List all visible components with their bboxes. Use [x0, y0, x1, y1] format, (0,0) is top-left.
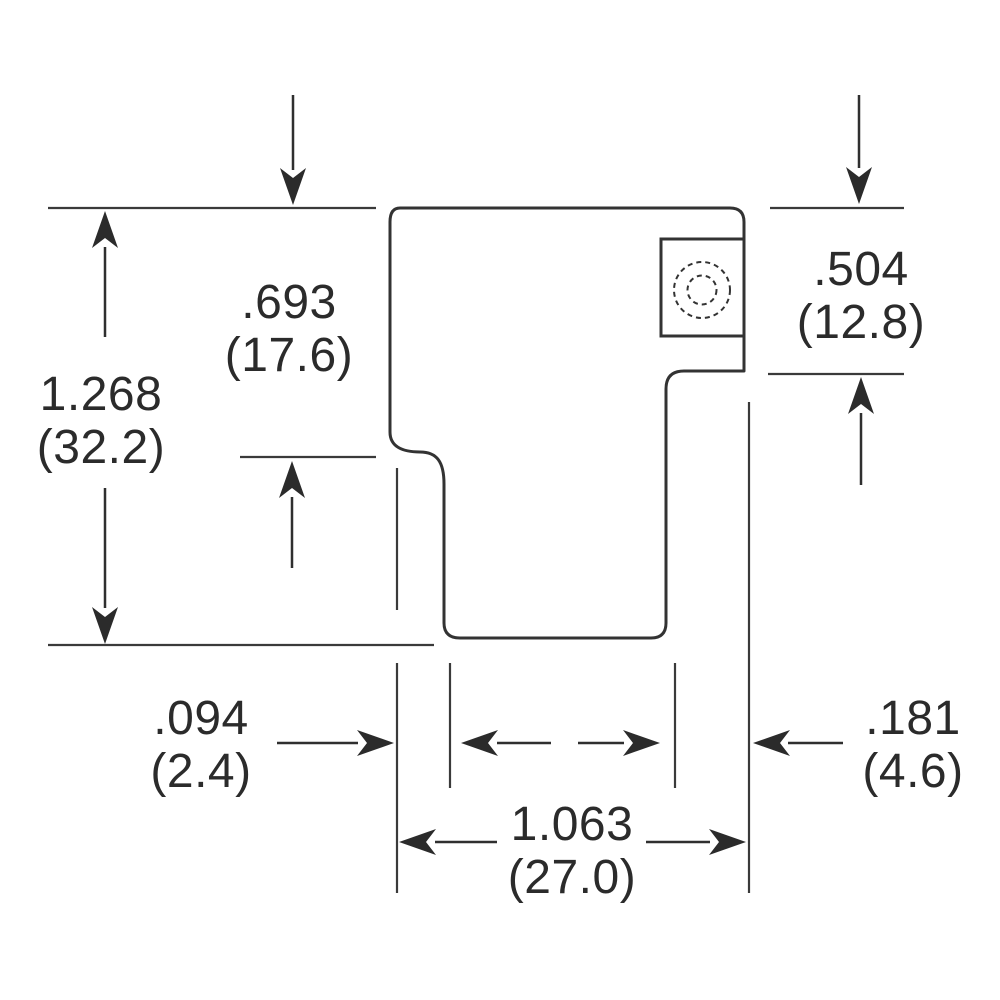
dim-label-upper-step-height: .693 (17.6): [225, 276, 353, 382]
arrowhead-1268-up: [92, 211, 118, 248]
dim-label-bottom-width: 1.063 (27.0): [508, 798, 636, 904]
dim-label-bottom-left-offset: .094 (2.4): [150, 692, 251, 798]
arrowhead-1063-right: [709, 829, 746, 855]
hole-outer-circle: [673, 261, 731, 319]
dim-metric: (4.6): [862, 745, 964, 798]
arrowhead-inner-left: [461, 730, 498, 756]
arrowhead-181-left: [753, 730, 790, 756]
arrowhead-1063-left: [399, 829, 436, 855]
hole-boss-rect: [659, 237, 746, 338]
dim-inches: .094: [153, 692, 249, 745]
dim-metric: (32.2): [36, 421, 166, 474]
dim-metric: (17.6): [224, 329, 354, 382]
dim-inches: 1.063: [510, 798, 634, 851]
dim-label-overall-height: 1.268 (32.2): [37, 368, 165, 474]
dim-inches: .693: [241, 276, 337, 329]
arrowhead-504-down: [846, 167, 872, 204]
arrowhead-693-down: [280, 168, 306, 205]
dim-inches: .181: [865, 692, 961, 745]
part-outline: [388, 206, 746, 640]
dim-inches: 1.268: [39, 368, 163, 421]
dim-metric: (2.4): [150, 745, 252, 798]
arrowhead-504-up: [848, 377, 874, 414]
dim-label-bottom-right-offset: .181 (4.6): [862, 692, 963, 798]
arrowhead-inner-right: [623, 730, 660, 756]
dim-inches: .504: [813, 243, 909, 296]
arrowhead-693-up: [279, 461, 305, 498]
arrowhead-094-right: [357, 730, 394, 756]
arrowhead-1268-down: [92, 607, 118, 644]
dim-metric: (27.0): [507, 851, 637, 904]
dim-metric: (12.8): [796, 296, 926, 349]
hole-inner-circle: [686, 274, 718, 306]
dim-label-right-tab-height: .504 (12.8): [797, 243, 925, 349]
